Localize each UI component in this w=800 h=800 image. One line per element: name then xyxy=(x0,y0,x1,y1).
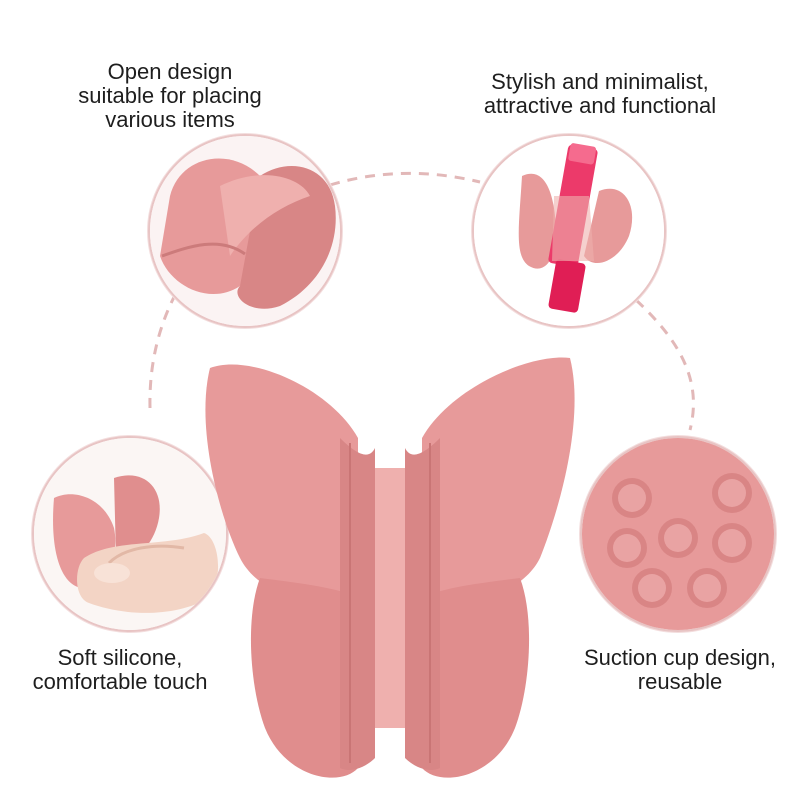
butterfly-holder-icon xyxy=(205,357,575,778)
butterfly-with-lipstick-icon xyxy=(474,136,664,326)
caption-stylish: Stylish and minimalist, attractive and f… xyxy=(440,70,760,118)
caption-stylish-line-1: Stylish and minimalist, xyxy=(491,69,709,94)
caption-soft-silicone-line-2: comfortable touch xyxy=(32,669,208,694)
stylish-circle xyxy=(472,134,666,328)
caption-suction-cup-line-1: Suction cup design, xyxy=(583,645,777,670)
butterfly-open-view-icon xyxy=(150,136,340,326)
caption-open-design-line-1: Open design xyxy=(107,59,233,84)
caption-open-design-line-2: suitable for placing xyxy=(78,83,262,108)
soft-silicone-circle xyxy=(32,436,228,632)
hand-holding-butterfly-icon xyxy=(34,438,226,630)
caption-suction-cup: Suction cup design, reusable xyxy=(560,646,800,694)
caption-soft-silicone-line-1: Soft silicone, xyxy=(57,645,183,670)
open-design-circle xyxy=(148,134,342,328)
caption-suction-cup-line-2: reusable xyxy=(637,669,723,694)
caption-open-design-line-3: various items xyxy=(105,107,235,132)
suction-cup-back-icon xyxy=(582,438,774,630)
caption-soft-silicone: Soft silicone, comfortable touch xyxy=(0,646,240,694)
caption-open-design: Open design suitable for placing various… xyxy=(20,60,320,132)
caption-stylish-line-2: attractive and functional xyxy=(483,93,717,118)
suction-cup-circle xyxy=(580,436,776,632)
